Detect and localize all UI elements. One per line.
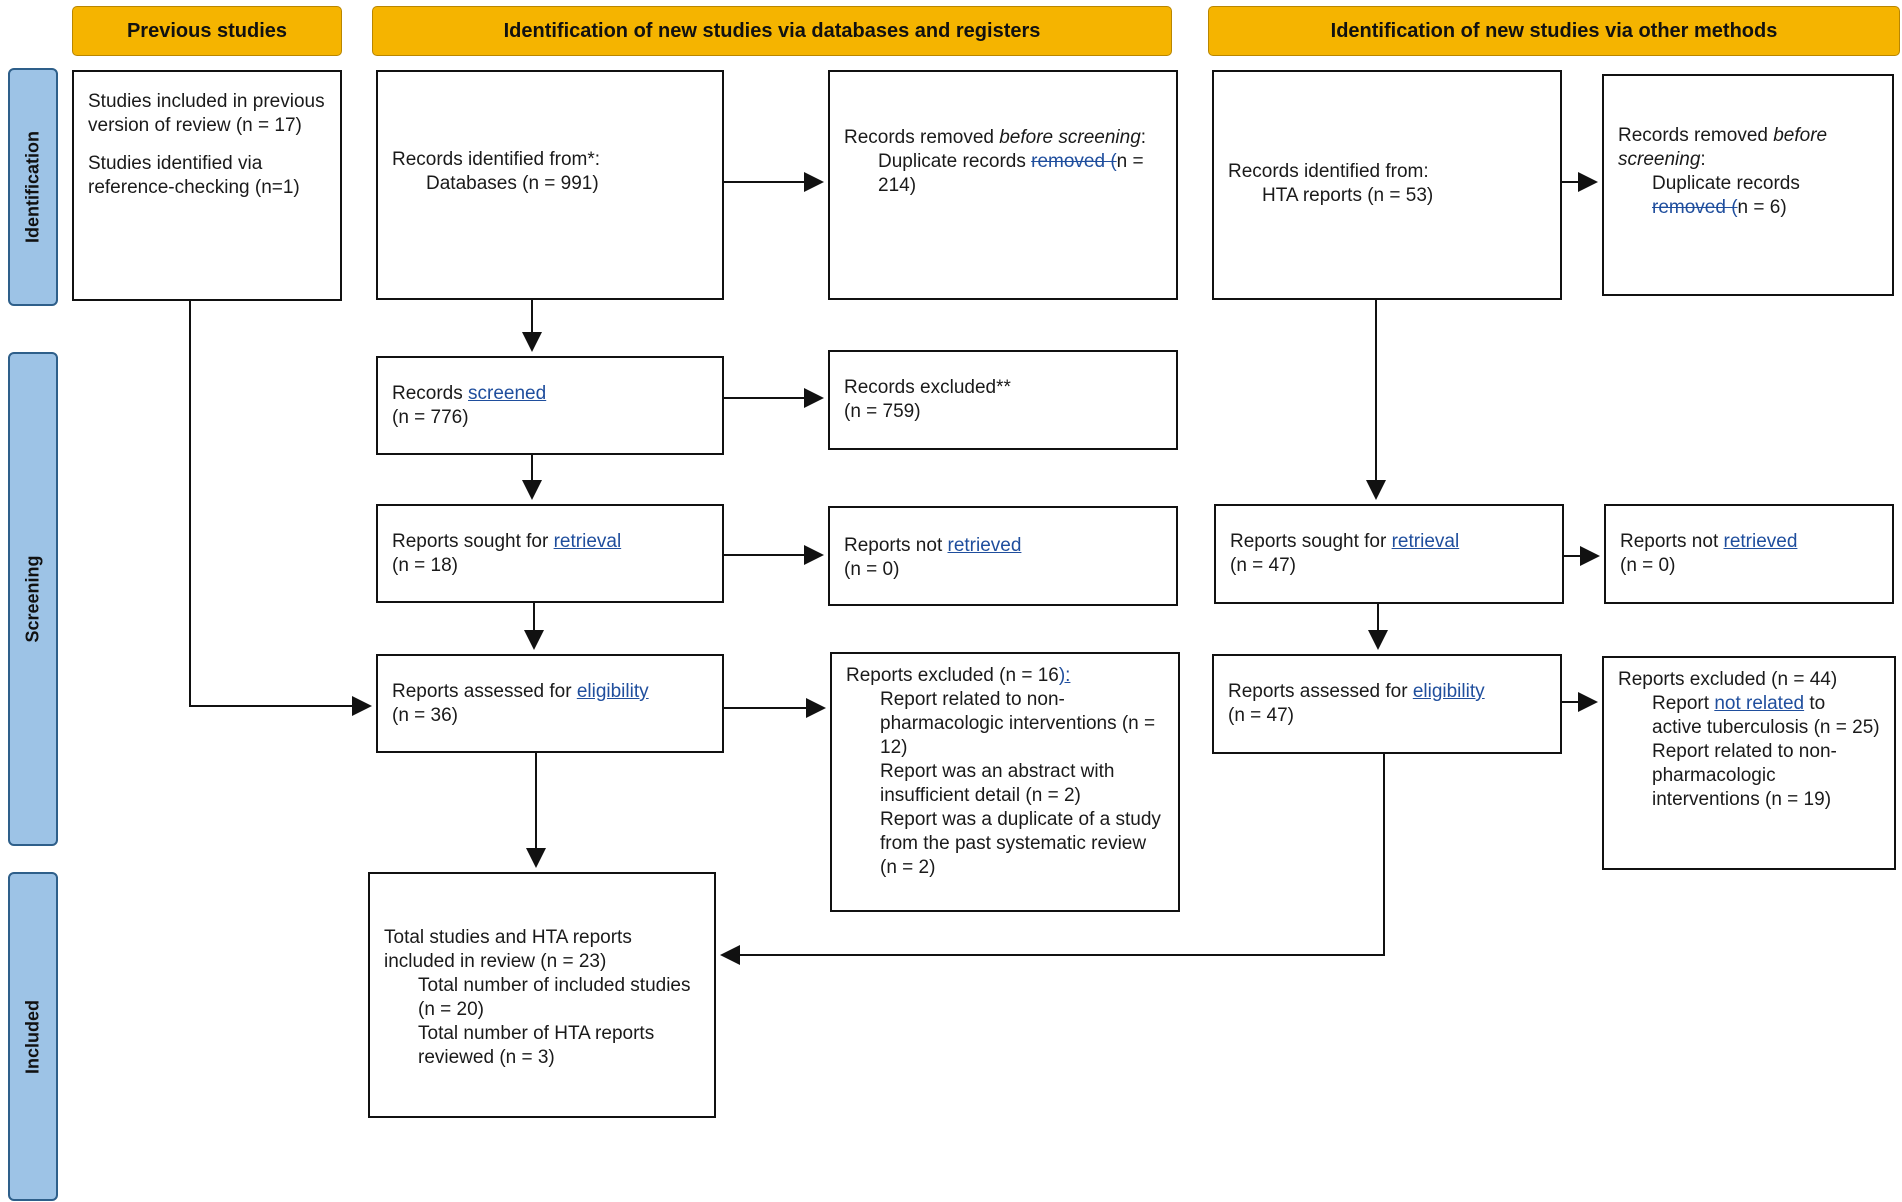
previous-studies-box: Studies included in previous version of … (72, 70, 342, 301)
other-assessed-count: (n = 47) (1228, 705, 1295, 726)
included-studies-count: Total number of included studies (n = 20… (418, 975, 691, 1020)
db-excluded-count: (n = 759) (844, 401, 921, 422)
other-identified-hta: HTA reports (n = 53) (1262, 185, 1434, 206)
arrow-other-assessed-to-included (720, 754, 1385, 965)
arrow-previous-to-assessed (189, 301, 372, 716)
phase-included: Included (8, 872, 58, 1201)
db-not-retrieved-count: (n = 0) (844, 559, 900, 580)
db-reports-excluded-title: Reports excluded (n = 16): (846, 665, 1071, 686)
db-excluded-label: Records excluded** (844, 377, 1011, 398)
db-sought-label: Reports sought for retrieval (392, 531, 622, 552)
db-screened-count: (n = 776) (392, 407, 469, 428)
other-reports-sought-box: Reports sought for retrieval (n = 47) (1214, 504, 1564, 604)
other-not-retrieved-count: (n = 0) (1620, 555, 1676, 576)
other-records-removed-box: Records removed before screening: Duplic… (1602, 74, 1894, 296)
db-records-screened-box: Records screened (n = 776) (376, 356, 724, 455)
other-reports-not-retrieved-box: Reports not retrieved (n = 0) (1604, 504, 1894, 604)
other-reports-excluded-title: Reports excluded (n = 44) (1618, 669, 1838, 690)
db-identified-databases: Databases (n = 991) (426, 173, 599, 194)
other-exclusion-reason-2: Report related to non-pharmacologic inte… (1652, 741, 1837, 810)
db-exclusion-reason-2: Report was an abstract with insufficient… (880, 761, 1115, 806)
db-removed-title: Records removed before screening: (844, 127, 1147, 148)
db-reports-assessed-box: Reports assessed for eligibility (n = 36… (376, 654, 724, 753)
db-assessed-label: Reports assessed for eligibility (392, 681, 649, 702)
db-not-retrieved-label: Reports not retrieved (844, 535, 1022, 556)
other-not-retrieved-label: Reports not retrieved (1620, 531, 1798, 552)
db-records-removed-box: Records removed before screening: Duplic… (828, 70, 1178, 300)
db-records-excluded-box: Records excluded** (n = 759) (828, 350, 1178, 450)
db-screened-label: Records screened (392, 383, 547, 404)
db-sought-count: (n = 18) (392, 555, 459, 576)
db-reports-not-retrieved-box: Reports not retrieved (n = 0) (828, 506, 1178, 606)
included-total-title: Total studies and HTA reports included i… (384, 927, 632, 972)
db-exclusion-reason-3: Report was a duplicate of a study from t… (880, 809, 1161, 878)
phase-identification: Identification (8, 68, 58, 306)
other-records-identified-box: Records identified from: HTA reports (n … (1212, 70, 1562, 300)
other-duplicates: Duplicate records (1652, 173, 1800, 194)
db-exclusion-reason-1: Report related to non-pharmacologic inte… (880, 689, 1156, 758)
db-identified-title: Records identified from*: (392, 149, 601, 170)
included-hta-count: Total number of HTA reports reviewed (n … (418, 1023, 655, 1068)
header-previous-studies: Previous studies (72, 6, 342, 56)
db-assessed-count: (n = 36) (392, 705, 459, 726)
header-other-methods: Identification of new studies via other … (1208, 6, 1900, 56)
previous-included-text: Studies included in previous version of … (88, 91, 325, 136)
other-sought-count: (n = 47) (1230, 555, 1297, 576)
other-identified-title: Records identified from: (1228, 161, 1429, 182)
header-databases-registers: Identification of new studies via databa… (372, 6, 1172, 56)
other-sought-label: Reports sought for retrieval (1230, 531, 1460, 552)
other-duplicates-removed: removed (n = 6) (1652, 197, 1787, 218)
other-assessed-label: Reports assessed for eligibility (1228, 681, 1485, 702)
db-reports-sought-box: Reports sought for retrieval (n = 18) (376, 504, 724, 603)
other-reports-excluded-box: Reports excluded (n = 44) Report not rel… (1602, 656, 1896, 870)
db-duplicates-removed: Duplicate records removed (n = 214) (878, 151, 1144, 196)
included-total-box: Total studies and HTA reports included i… (368, 872, 716, 1118)
other-removed-title: Records removed before screening: (1618, 125, 1828, 170)
db-reports-excluded-box: Reports excluded (n = 16): Report relate… (830, 652, 1180, 912)
other-reports-assessed-box: Reports assessed for eligibility (n = 47… (1212, 654, 1562, 754)
other-exclusion-reason-1: Report not related to active tuberculosi… (1652, 693, 1880, 738)
phase-screening: Screening (8, 352, 58, 846)
reference-checking-text: Studies identified via reference-checkin… (88, 153, 300, 198)
db-records-identified-box: Records identified from*: Databases (n =… (376, 70, 724, 300)
